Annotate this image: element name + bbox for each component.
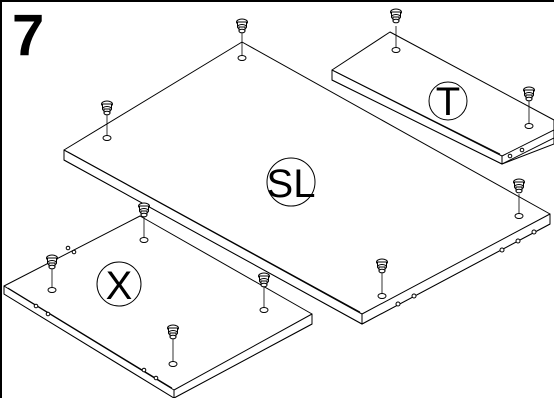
- panel-sl: SL: [63, 18, 551, 325]
- label-circle-t: [428, 81, 468, 121]
- cam-dowel-icon: [523, 86, 535, 102]
- cam-dowel-icon: [513, 178, 525, 194]
- label-circle-sl: [266, 157, 316, 207]
- label-circle-x: [96, 261, 142, 307]
- panel-label-sl: SL: [267, 162, 316, 206]
- cam-dowel-icon: [236, 18, 248, 34]
- panel-t: T: [331, 8, 554, 165]
- step-number: 7: [12, 3, 45, 68]
- cam-dowel-icon: [390, 8, 402, 24]
- panel-label-t: T: [436, 80, 460, 124]
- panel-x: X: [3, 202, 313, 398]
- cam-dowel-icon: [138, 202, 150, 218]
- cam-dowel-icon: [101, 100, 113, 116]
- panel-label-x: X: [106, 264, 133, 308]
